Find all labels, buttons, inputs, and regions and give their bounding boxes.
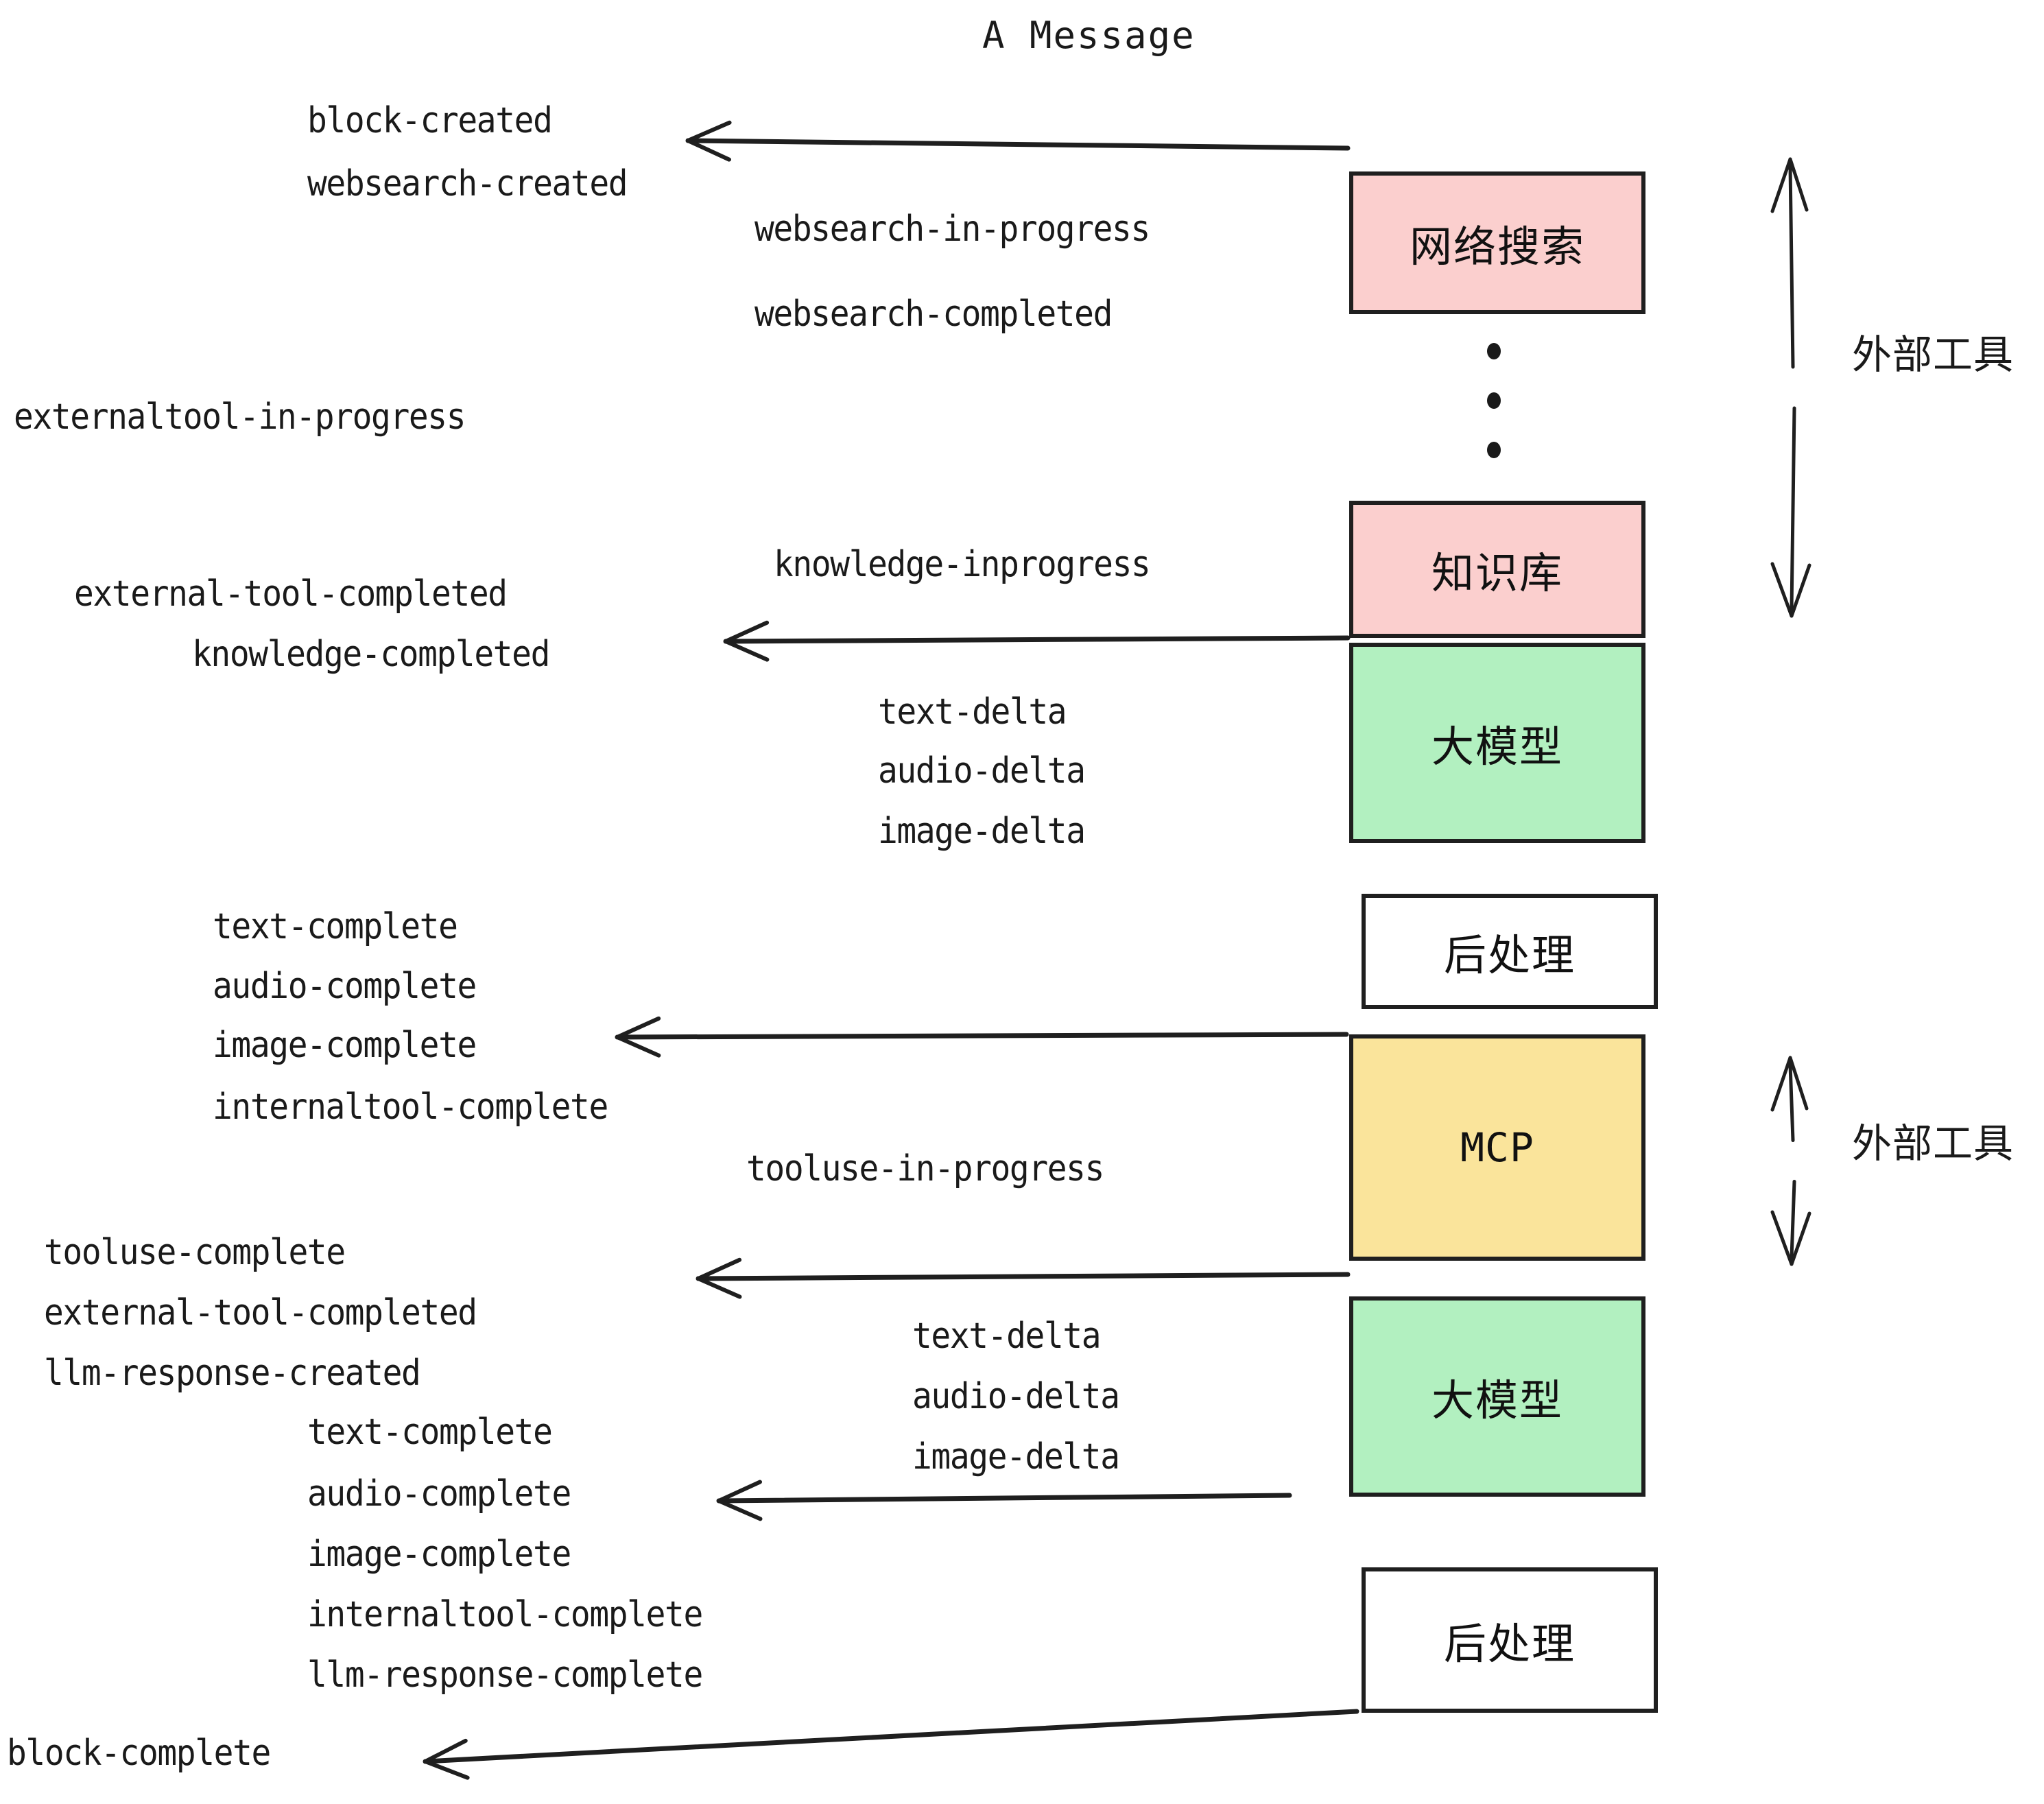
event-label-image-complete: image-complete bbox=[307, 1534, 571, 1575]
node-llm1[interactable]: 大模型 bbox=[1349, 643, 1645, 843]
event-label-internaltool-complete: internaltool-complete bbox=[213, 1087, 608, 1128]
ellipsis-dot bbox=[1487, 442, 1501, 458]
event-label-text-complete: text-complete bbox=[307, 1412, 553, 1453]
node-post2[interactable]: 后处理 bbox=[1362, 1567, 1658, 1713]
event-label-knowledge-completed: knowledge-completed bbox=[192, 634, 550, 675]
node-label: 大模型 bbox=[1431, 724, 1563, 771]
node-post1[interactable]: 后处理 bbox=[1362, 894, 1658, 1009]
event-label-tooluse-complete: tooluse-complete bbox=[44, 1232, 346, 1273]
arrow-block-created bbox=[685, 120, 1351, 162]
event-label-internaltool-complete: internaltool-complete bbox=[307, 1594, 703, 1635]
event-label-text-complete: text-complete bbox=[213, 906, 458, 947]
node-mcp[interactable]: MCP bbox=[1349, 1034, 1645, 1261]
node-websearch[interactable]: 网络搜索 bbox=[1349, 171, 1645, 314]
event-label-image-delta: image-delta bbox=[912, 1436, 1120, 1477]
event-label-block-complete: block-complete bbox=[7, 1733, 271, 1774]
vertical-double-arrow-external-tool-top bbox=[1770, 157, 1811, 618]
event-label-external-tool-completed: external-tool-completed bbox=[74, 573, 508, 615]
diagram-title: A Message bbox=[982, 14, 1196, 57]
event-label-tooluse-in-progress: tooluse-in-progress bbox=[746, 1148, 1104, 1189]
event-label-websearch-completed: websearch-completed bbox=[754, 294, 1113, 335]
arrow-knowledge-complete bbox=[723, 620, 1351, 662]
event-label-websearch-created: websearch-created bbox=[307, 163, 628, 204]
event-label-external-tool-completed: external-tool-completed bbox=[44, 1292, 477, 1333]
vertical-double-arrow-external-tool-bottom bbox=[1770, 1056, 1811, 1266]
event-label-image-complete: image-complete bbox=[213, 1025, 477, 1066]
ellipsis-dot bbox=[1487, 392, 1501, 409]
event-label-llm-response-complete: llm-response-complete bbox=[307, 1654, 703, 1696]
node-label: MCP bbox=[1460, 1124, 1534, 1171]
event-label-block-created: block-created bbox=[307, 100, 553, 141]
event-label-llm-response-created: llm-response-created bbox=[44, 1353, 421, 1394]
event-label-image-delta: image-delta bbox=[878, 811, 1086, 852]
arrow-block-complete bbox=[423, 1709, 1359, 1780]
event-label-audio-complete: audio-complete bbox=[307, 1473, 571, 1515]
node-label: 大模型 bbox=[1431, 1377, 1563, 1425]
node-llm2[interactable]: 大模型 bbox=[1349, 1296, 1645, 1497]
event-label-text-delta: text-delta bbox=[878, 691, 1067, 733]
event-label-externaltool-in-progress: externaltool-in-progress bbox=[14, 396, 466, 438]
node-label: 网络搜索 bbox=[1409, 224, 1585, 271]
arrow-tooluse-complete bbox=[696, 1257, 1351, 1299]
arrow-image-complete bbox=[615, 1016, 1349, 1058]
node-knowledge[interactable]: 知识库 bbox=[1349, 501, 1645, 638]
event-label-audio-complete: audio-complete bbox=[213, 966, 477, 1007]
node-label: 后处理 bbox=[1443, 1621, 1576, 1668]
node-label: 知识库 bbox=[1431, 550, 1563, 597]
arrow-audio-complete bbox=[716, 1480, 1292, 1521]
side-label-external-tool: 外部工具 bbox=[1852, 1121, 2015, 1166]
event-label-knowledge-inprogress: knowledge-inprogress bbox=[774, 544, 1151, 585]
side-label-external-tool: 外部工具 bbox=[1852, 333, 2015, 377]
event-label-audio-delta: audio-delta bbox=[878, 750, 1086, 792]
ellipsis-dot bbox=[1487, 343, 1501, 359]
node-label: 后处理 bbox=[1443, 932, 1576, 980]
event-label-text-delta: text-delta bbox=[912, 1316, 1102, 1357]
event-label-websearch-in-progress: websearch-in-progress bbox=[754, 209, 1150, 250]
event-label-audio-delta: audio-delta bbox=[912, 1376, 1120, 1417]
